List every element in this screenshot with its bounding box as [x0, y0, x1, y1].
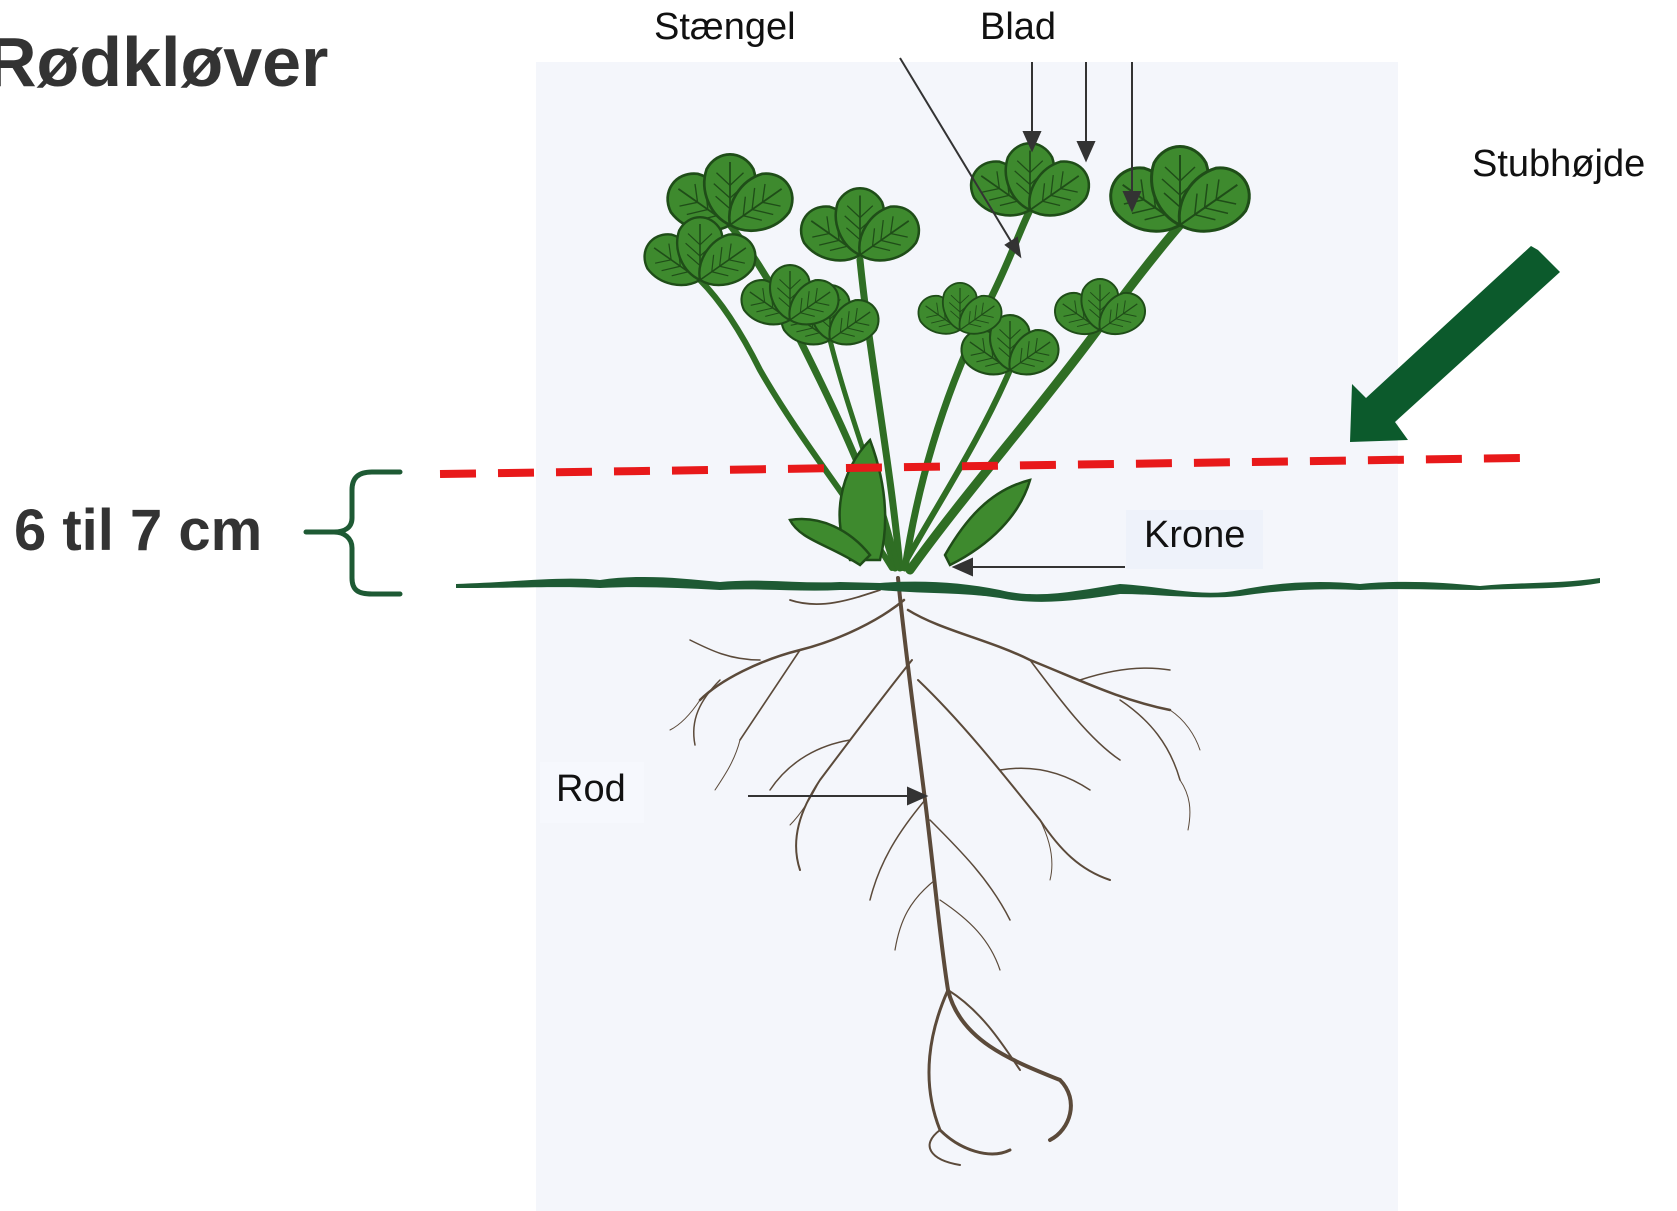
root-pointer [748, 788, 926, 804]
cut-height-line [440, 458, 1520, 474]
leaves [635, 143, 1260, 386]
root-system [670, 578, 1200, 1165]
page-title: Rødkløver [0, 22, 328, 102]
ground-line [456, 577, 1600, 602]
cut-height-label: 6 til 7 cm [14, 497, 262, 564]
stem-label: Stængel [654, 6, 796, 49]
stubble-arrow [1350, 246, 1560, 442]
stubble-height-label: Stubhøjde [1472, 143, 1645, 186]
height-bracket [306, 472, 400, 594]
root-label: Rod [540, 762, 644, 823]
crown-label: Krone [1126, 510, 1263, 569]
leaf-label: Blad [980, 6, 1056, 49]
stems [700, 210, 1180, 570]
crown-pointer [954, 559, 1125, 575]
